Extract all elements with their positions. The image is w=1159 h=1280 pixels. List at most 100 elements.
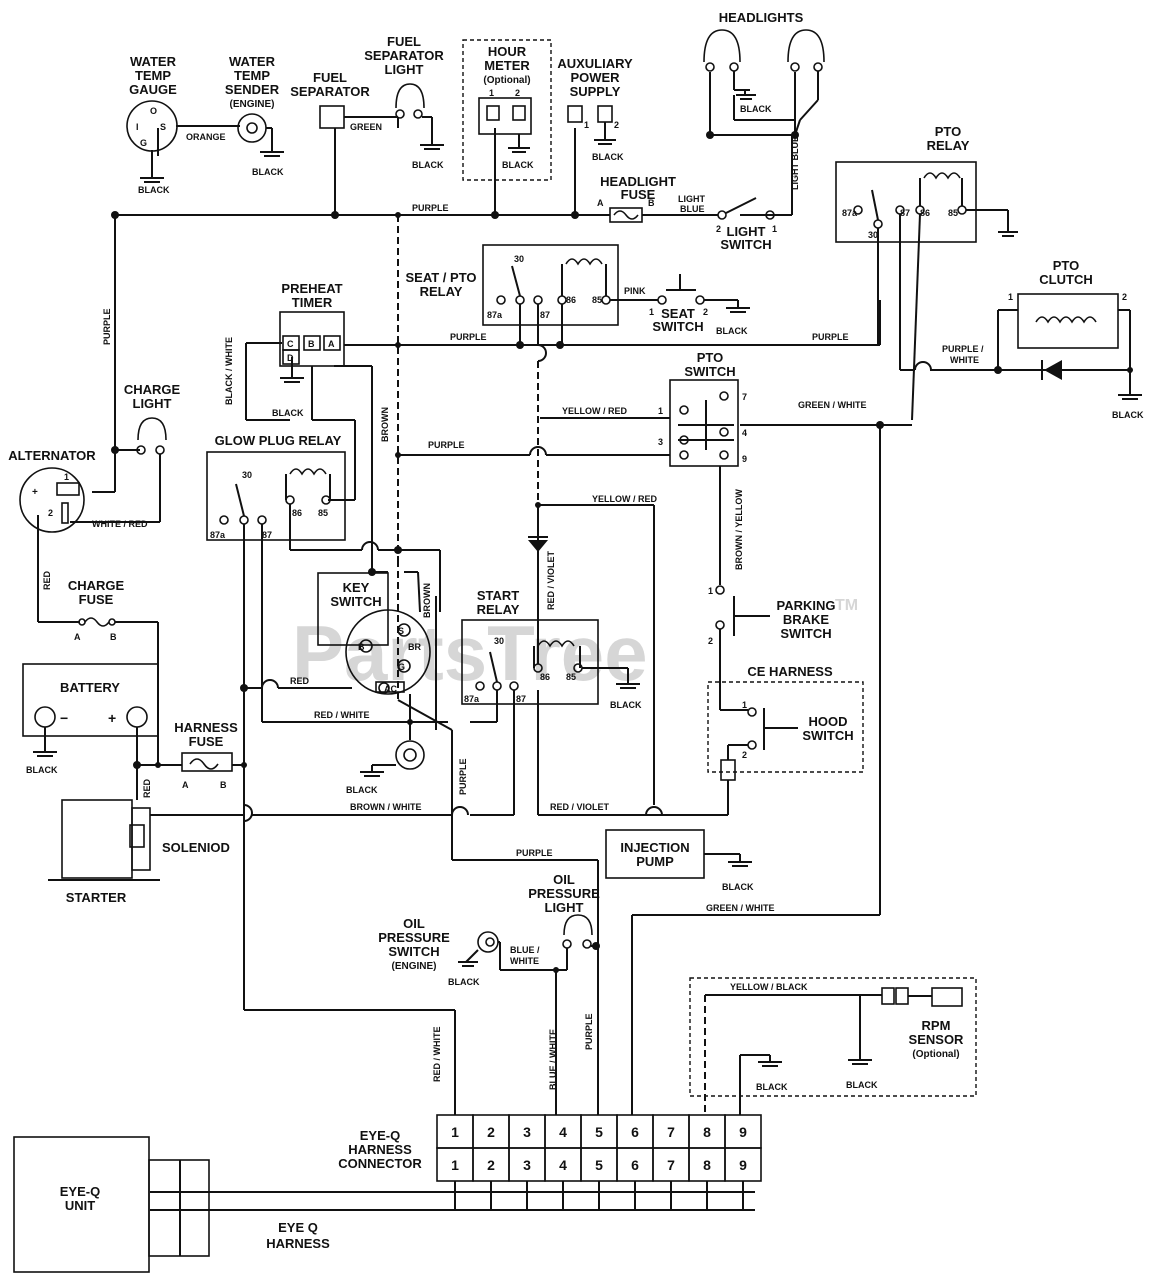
pto-switch-pin-3: 3 xyxy=(658,437,663,447)
headlights: HEADLIGHTS BLACK xyxy=(703,10,825,139)
start-relay-86: 86 xyxy=(540,672,550,682)
eye-q-unit: EYE-Q UNIT xyxy=(13,1136,210,1273)
pto-relay-86: 86 xyxy=(920,208,930,218)
harness-fuse-a: A xyxy=(182,780,189,790)
connector-pin-7-bottom: 7 xyxy=(667,1157,675,1173)
wire-label-orange: ORANGE xyxy=(186,132,226,142)
wire-label-yellow-red-2: YELLOW / RED xyxy=(592,494,658,504)
alternator-plus: + xyxy=(32,487,38,498)
key-switch-label-1: KEY xyxy=(343,580,370,595)
parking-pin-1: 1 xyxy=(708,586,713,596)
headlight-fuse-label-1: HEADLIGHT xyxy=(600,174,676,189)
wires-preheat: PURPLE PURPLE BLACK BLACK / WHITE BROWN xyxy=(224,300,881,572)
wire-label-red-white-mid: RED / WHITE xyxy=(314,710,370,720)
battery-label: BATTERY xyxy=(60,680,120,695)
pto-clutch-pin-1: 1 xyxy=(1008,292,1013,302)
connector-pin-5-top: 5 xyxy=(595,1124,603,1140)
charge-fuse-b: B xyxy=(110,632,117,642)
harness-fuse-b: B xyxy=(220,780,227,790)
wire-label-red-white-v: RED / WHITE xyxy=(432,1027,442,1083)
pto-switch-label-1: PTO xyxy=(697,350,724,365)
wire-label-green: GREEN xyxy=(350,122,382,132)
oil-light-label-3: LIGHT xyxy=(545,900,584,915)
wires-red-white-lower: RED / WHITE xyxy=(244,1009,456,1115)
wire-label-black-pin9: BLACK xyxy=(756,1082,788,1092)
charge-fuse-label-1: CHARGE xyxy=(68,578,125,593)
wires-green-white: GREEN / WHITE xyxy=(631,903,880,1115)
seat-switch-label-2: SWITCH xyxy=(652,319,703,334)
wire-label-black-gauge: BLACK xyxy=(138,185,170,195)
gauge-terminal-i: I xyxy=(136,122,139,132)
start-relay-85: 85 xyxy=(566,672,576,682)
alternator: ALTERNATOR + 1 2 WHITE / RED RED xyxy=(8,448,148,623)
wire-label-purple-relay: PURPLE xyxy=(812,332,849,342)
headlight-fuse-a: A xyxy=(597,198,604,208)
timer-a: A xyxy=(328,339,335,349)
ce-harness-label: CE HARNESS xyxy=(747,664,833,679)
hour-meter-pin-1: 1 xyxy=(489,88,494,98)
headlight-fuse: HEADLIGHT FUSE A B LIGHT BLUE xyxy=(597,174,705,223)
wire-label-yellow-black: YELLOW / BLACK xyxy=(730,982,808,992)
pto-clutch-label-1: PTO xyxy=(1053,258,1080,273)
connector-pin-3-top: 3 xyxy=(523,1124,531,1140)
battery: BATTERY − + BLACK RED xyxy=(22,663,182,800)
light-switch-label-1: LIGHT xyxy=(727,224,766,239)
water-temp-sender-label-2: TEMP xyxy=(234,68,270,83)
watermark-tm: TM xyxy=(835,597,858,614)
seat-relay-87a: 87a xyxy=(487,310,503,320)
wire-label-brown-v: BROWN xyxy=(380,407,390,442)
pto-relay-87: 87 xyxy=(900,208,910,218)
wire-label-black-battery: BLACK xyxy=(26,765,58,775)
charge-fuse-label-2: FUSE xyxy=(79,592,114,607)
wire-label-purple-eyeq: PURPLE xyxy=(584,1013,594,1050)
fuel-separator-label-1: FUEL xyxy=(313,70,347,85)
light-switch-pin-2: 2 xyxy=(716,224,721,234)
glow-relay-85: 85 xyxy=(318,508,328,518)
headlight-fuse-label-2: FUSE xyxy=(621,187,656,202)
connector-pin-6-bottom: 6 xyxy=(631,1157,639,1173)
harness-fuse-label-1: HARNESS xyxy=(174,720,238,735)
wires-purple-lower: PURPLE PURPLE PURPLE xyxy=(397,699,600,1115)
wires-pto-relay xyxy=(740,213,932,915)
timer-c: C xyxy=(287,339,294,349)
glow-relay-30: 30 xyxy=(242,470,252,480)
injection-pump: INJECTION PUMP BLACK xyxy=(605,829,754,892)
gauge-terminal-o: O xyxy=(150,106,157,116)
seat-relay-86: 86 xyxy=(566,295,576,305)
hour-meter-pin-2: 2 xyxy=(515,88,520,98)
charge-fuse-a: A xyxy=(74,632,81,642)
water-temp-gauge: WATER TEMP GAUGE I O S G BLACK ORANGE xyxy=(126,54,240,195)
aux-power-label-1: AUXULIARY xyxy=(557,56,633,71)
fuel-separator: FUEL SEPARATOR GREEN xyxy=(290,70,398,132)
parking-pin-2: 2 xyxy=(708,636,713,646)
seat-relay-87: 87 xyxy=(540,310,550,320)
wire-label-brown-white: BROWN / WHITE xyxy=(350,802,422,812)
wire-label-red-violet-h: RED / VIOLET xyxy=(550,802,610,812)
connector-pin-2-top: 2 xyxy=(487,1124,495,1140)
wire-label-brown-yellow: BROWN / YELLOW xyxy=(734,489,744,570)
connector-pin-1-bottom: 1 xyxy=(451,1157,459,1173)
oil-light-label-1: OIL xyxy=(553,872,575,887)
eye-q-harness-label-1: EYE Q xyxy=(278,1220,318,1235)
start-relay: START RELAY 87a 30 87 86 85 BLACK YELLOW… xyxy=(451,494,728,816)
eye-q-connector-label-2: HARNESS xyxy=(348,1142,412,1157)
wire-label-pink: PINK xyxy=(624,286,646,296)
pin9-ground: BLACK xyxy=(739,1054,788,1115)
seat-relay-30: 30 xyxy=(514,254,524,264)
pto-switch: PTO SWITCH 1 3 7 4 9 YELLOW / RED PURPLE… xyxy=(395,350,867,585)
eye-q-connector: EYE-Q HARNESS CONNECTOR 1122334455667788… xyxy=(338,1114,762,1210)
light-switch: 2 1 LIGHT SWITCH LIGHT BLUE xyxy=(716,136,800,252)
preheat-timer-label-1: PREHEAT xyxy=(281,281,342,296)
wire-label-black-timer: BLACK xyxy=(272,408,304,418)
eye-q-unit-label-1: EYE-Q xyxy=(60,1184,100,1199)
charge-fuse: CHARGE FUSE A B xyxy=(68,578,159,765)
rpm-sensor: YELLOW / BLACK BLACK RPM SENSOR (Optiona… xyxy=(689,977,977,1115)
wire-label-light-blue-2: BLUE xyxy=(680,204,705,214)
start-relay-87: 87 xyxy=(516,694,526,704)
eye-q-connector-label-1: EYE-Q xyxy=(360,1128,400,1143)
key-terminal-b: B xyxy=(358,642,365,652)
seat-pto-relay-label-2: RELAY xyxy=(420,284,463,299)
pto-switch-pin-7: 7 xyxy=(742,392,747,402)
connector-pin-9-bottom: 9 xyxy=(739,1157,747,1173)
